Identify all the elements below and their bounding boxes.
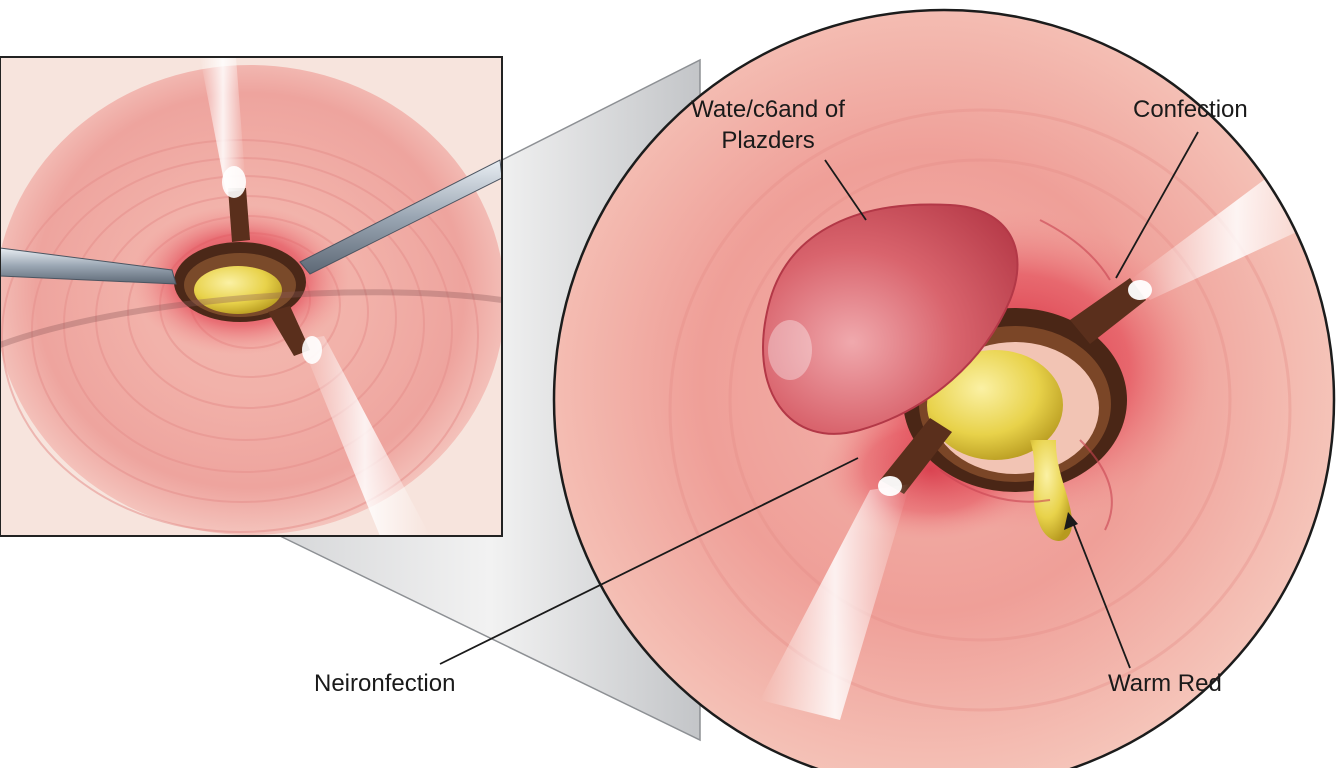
label-bottom-right: Warm Red bbox=[1108, 670, 1222, 697]
label-top-left: Wate/c6and of Plazders bbox=[668, 94, 868, 156]
label-bottom-left: Neironfection bbox=[314, 670, 456, 697]
inset-panel bbox=[0, 56, 503, 537]
label-top-left-line1: Wate/c6and of bbox=[691, 96, 845, 123]
callout-line-bottom-left bbox=[439, 457, 859, 665]
label-top-right: Confection bbox=[1133, 96, 1248, 123]
callout-arrowhead bbox=[1064, 512, 1078, 530]
magnified-view bbox=[552, 8, 1336, 768]
callout-line-top-right bbox=[1115, 131, 1199, 279]
callout-line-bottom-right bbox=[1071, 519, 1131, 669]
callout-line-top-left bbox=[824, 159, 867, 221]
label-top-left-line2: Plazders bbox=[721, 127, 815, 155]
callout-lines bbox=[439, 131, 1199, 669]
